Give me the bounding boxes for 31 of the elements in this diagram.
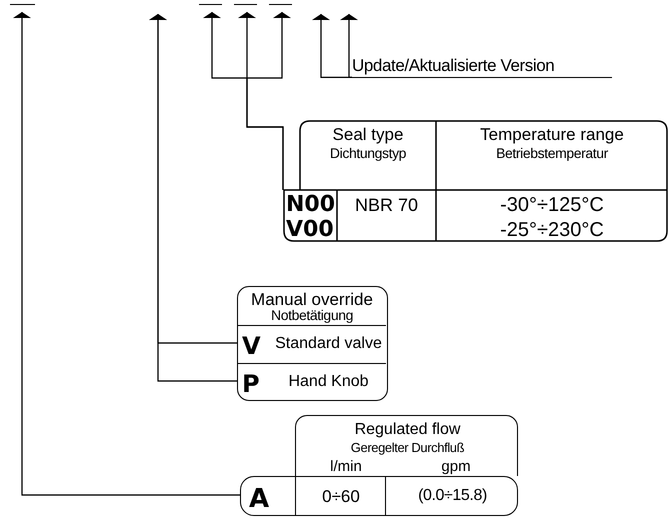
unit-text: gpm <box>440 459 472 474</box>
unit-text: l/min <box>329 459 363 474</box>
column-heading: Seal type <box>332 126 404 143</box>
table-cell-text: NBR 70 <box>354 196 420 214</box>
table-heading: Regulated flow <box>354 422 462 438</box>
table-subheading: Notbetätigung <box>270 308 354 322</box>
option-text: Hand Knob <box>287 374 370 390</box>
table-header <box>295 415 518 476</box>
code-letter: V <box>242 334 262 358</box>
blank-line <box>199 4 222 6</box>
note-text: Update/Aktualisierte Version <box>352 57 556 74</box>
column-heading: Temperature range <box>479 126 625 143</box>
option-text: Standard valve <box>274 336 383 352</box>
column-subheading: Dichtungstyp <box>328 146 408 160</box>
table-outline <box>283 120 668 242</box>
code-letter: A <box>249 486 270 512</box>
code-text: N00 <box>286 194 336 216</box>
blank-line <box>10 4 35 6</box>
code-letter: P <box>242 372 261 396</box>
blank-line <box>234 4 257 6</box>
table-cell-text: -25°÷230°C <box>499 220 605 240</box>
table-cell-text: -30°÷125°C <box>499 195 605 215</box>
table-cell-text: (0.0÷15.8) <box>417 488 488 504</box>
option-table <box>237 286 388 401</box>
blank-line <box>269 4 292 6</box>
code-text: V00 <box>286 219 335 241</box>
column-subheading: Betriebstemperatur <box>495 146 609 160</box>
table-heading: Manual override <box>250 291 374 308</box>
option-row <box>240 476 518 516</box>
table-subheading: Geregelter Durchfluß <box>350 441 466 454</box>
table-cell-text: 0÷60 <box>321 488 361 505</box>
